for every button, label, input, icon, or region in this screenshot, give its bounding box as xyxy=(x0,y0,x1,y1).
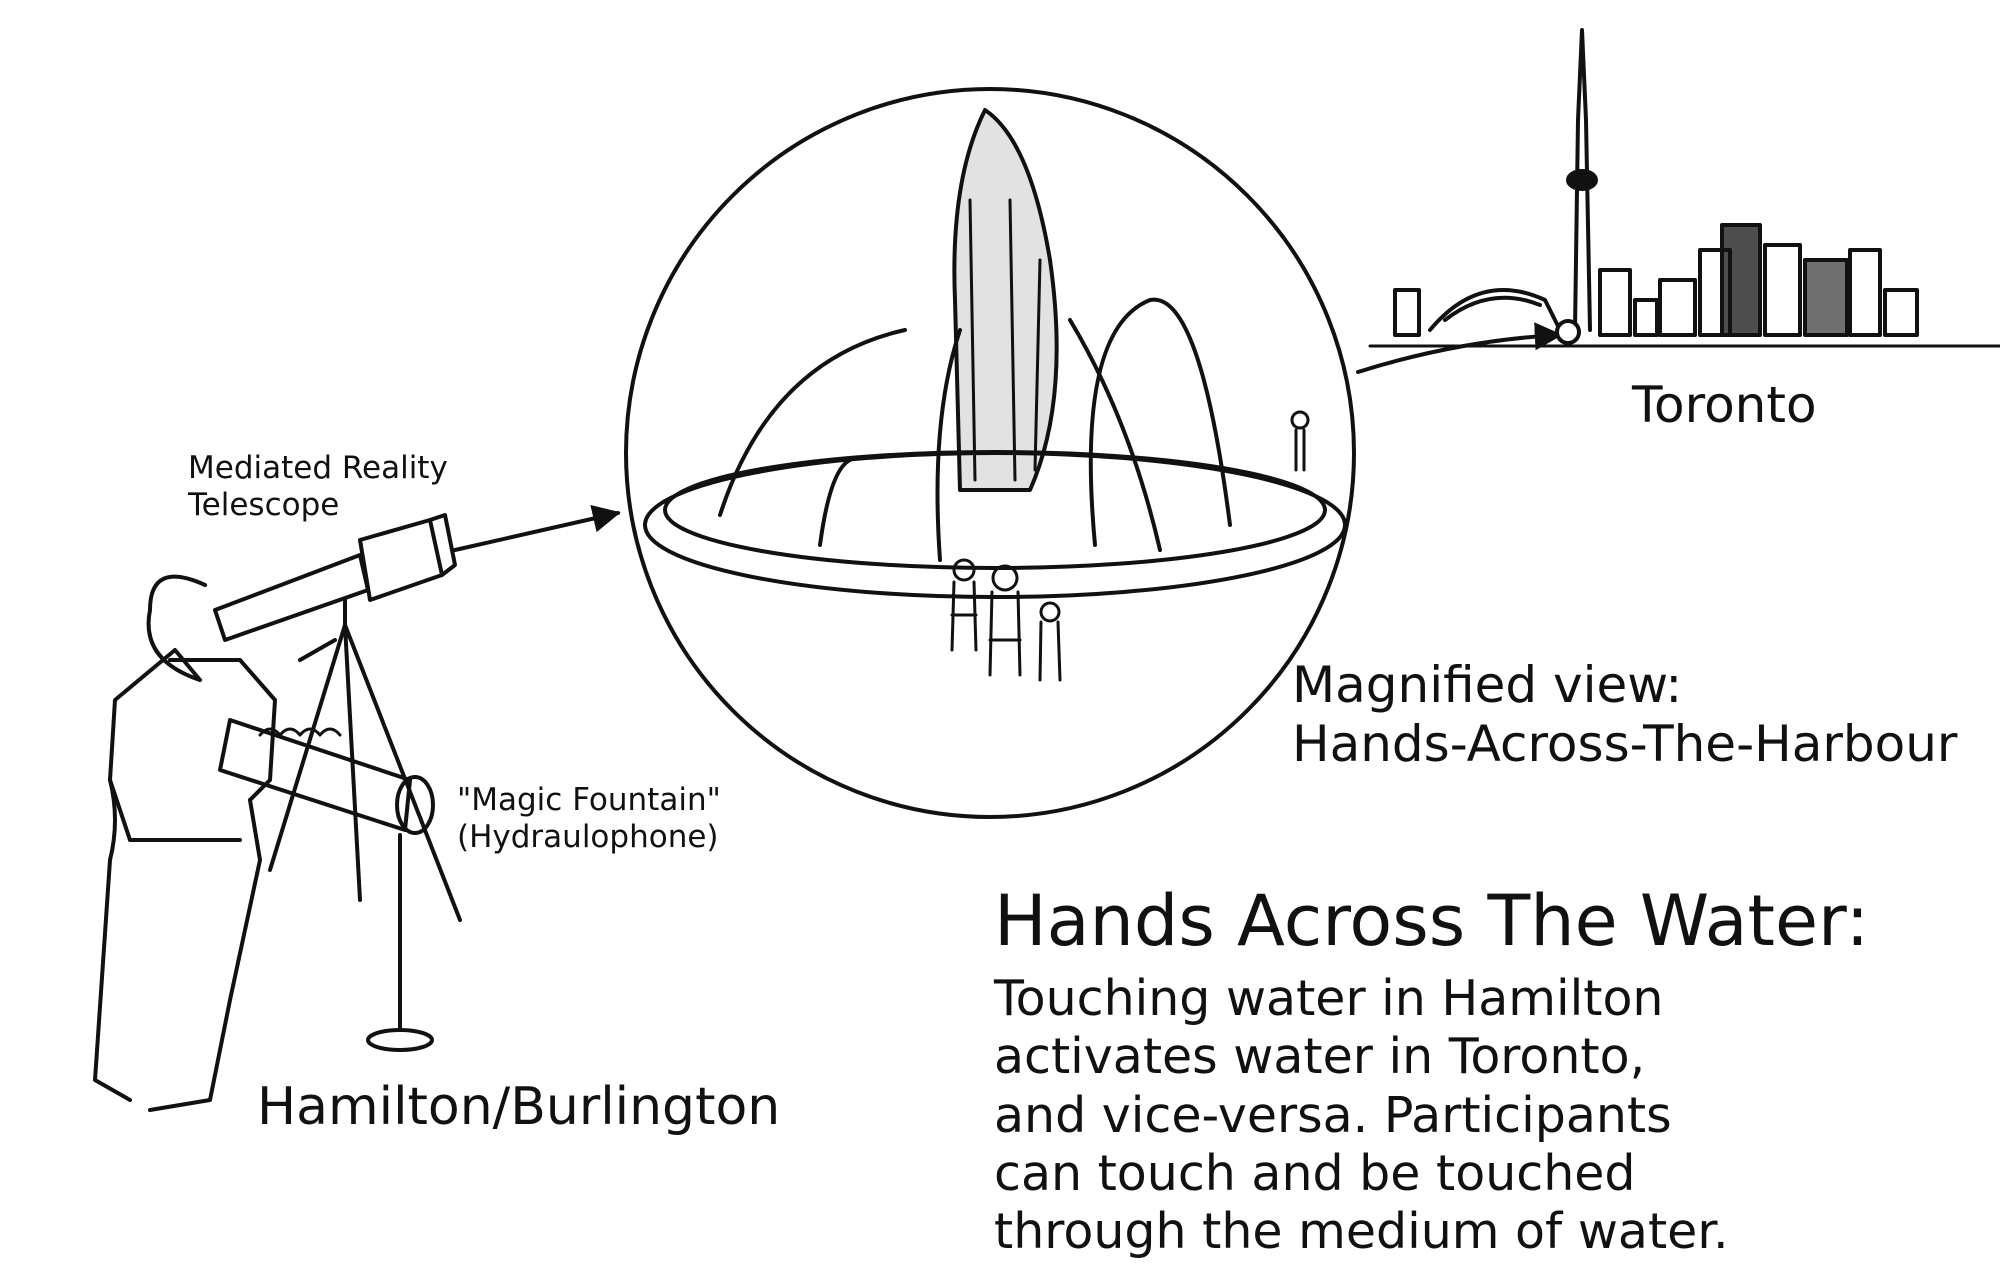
arrow-to-toronto xyxy=(1356,322,1563,374)
magic-fountain-label: "Magic Fountain" (Hydraulophone) xyxy=(457,782,721,855)
toronto-skyline xyxy=(1368,28,2000,348)
telescope-label: Mediated Reality Telescope xyxy=(188,450,448,523)
toronto-label: Toronto xyxy=(1632,376,1817,434)
headline: Hands Across The Water: xyxy=(994,880,1870,962)
magnified-view-circle xyxy=(624,87,1356,819)
description-line: Touching water in Hamilton xyxy=(994,970,1664,1027)
arrow-to-magnified-view xyxy=(453,504,621,552)
description-line: through the medium of water. xyxy=(994,1203,1729,1261)
description-line: activates water in Toronto, xyxy=(994,1028,1646,1086)
toronto-location-marker xyxy=(1555,319,1581,345)
description-line: can touch and be touched xyxy=(994,1144,1636,1202)
description-line: and vice-versa. Participants xyxy=(994,1086,1672,1144)
person-at-telescope xyxy=(93,574,277,1112)
telescope xyxy=(213,513,462,922)
hamilton-label: Hamilton/Burlington xyxy=(257,1077,781,1137)
magnified-view-label: Magnified view: Hands-Across-The-Harbour xyxy=(1292,656,1958,773)
description-text: Touching water in Hamilton activates wat… xyxy=(994,970,1729,1261)
hydraulophone xyxy=(218,718,435,1052)
